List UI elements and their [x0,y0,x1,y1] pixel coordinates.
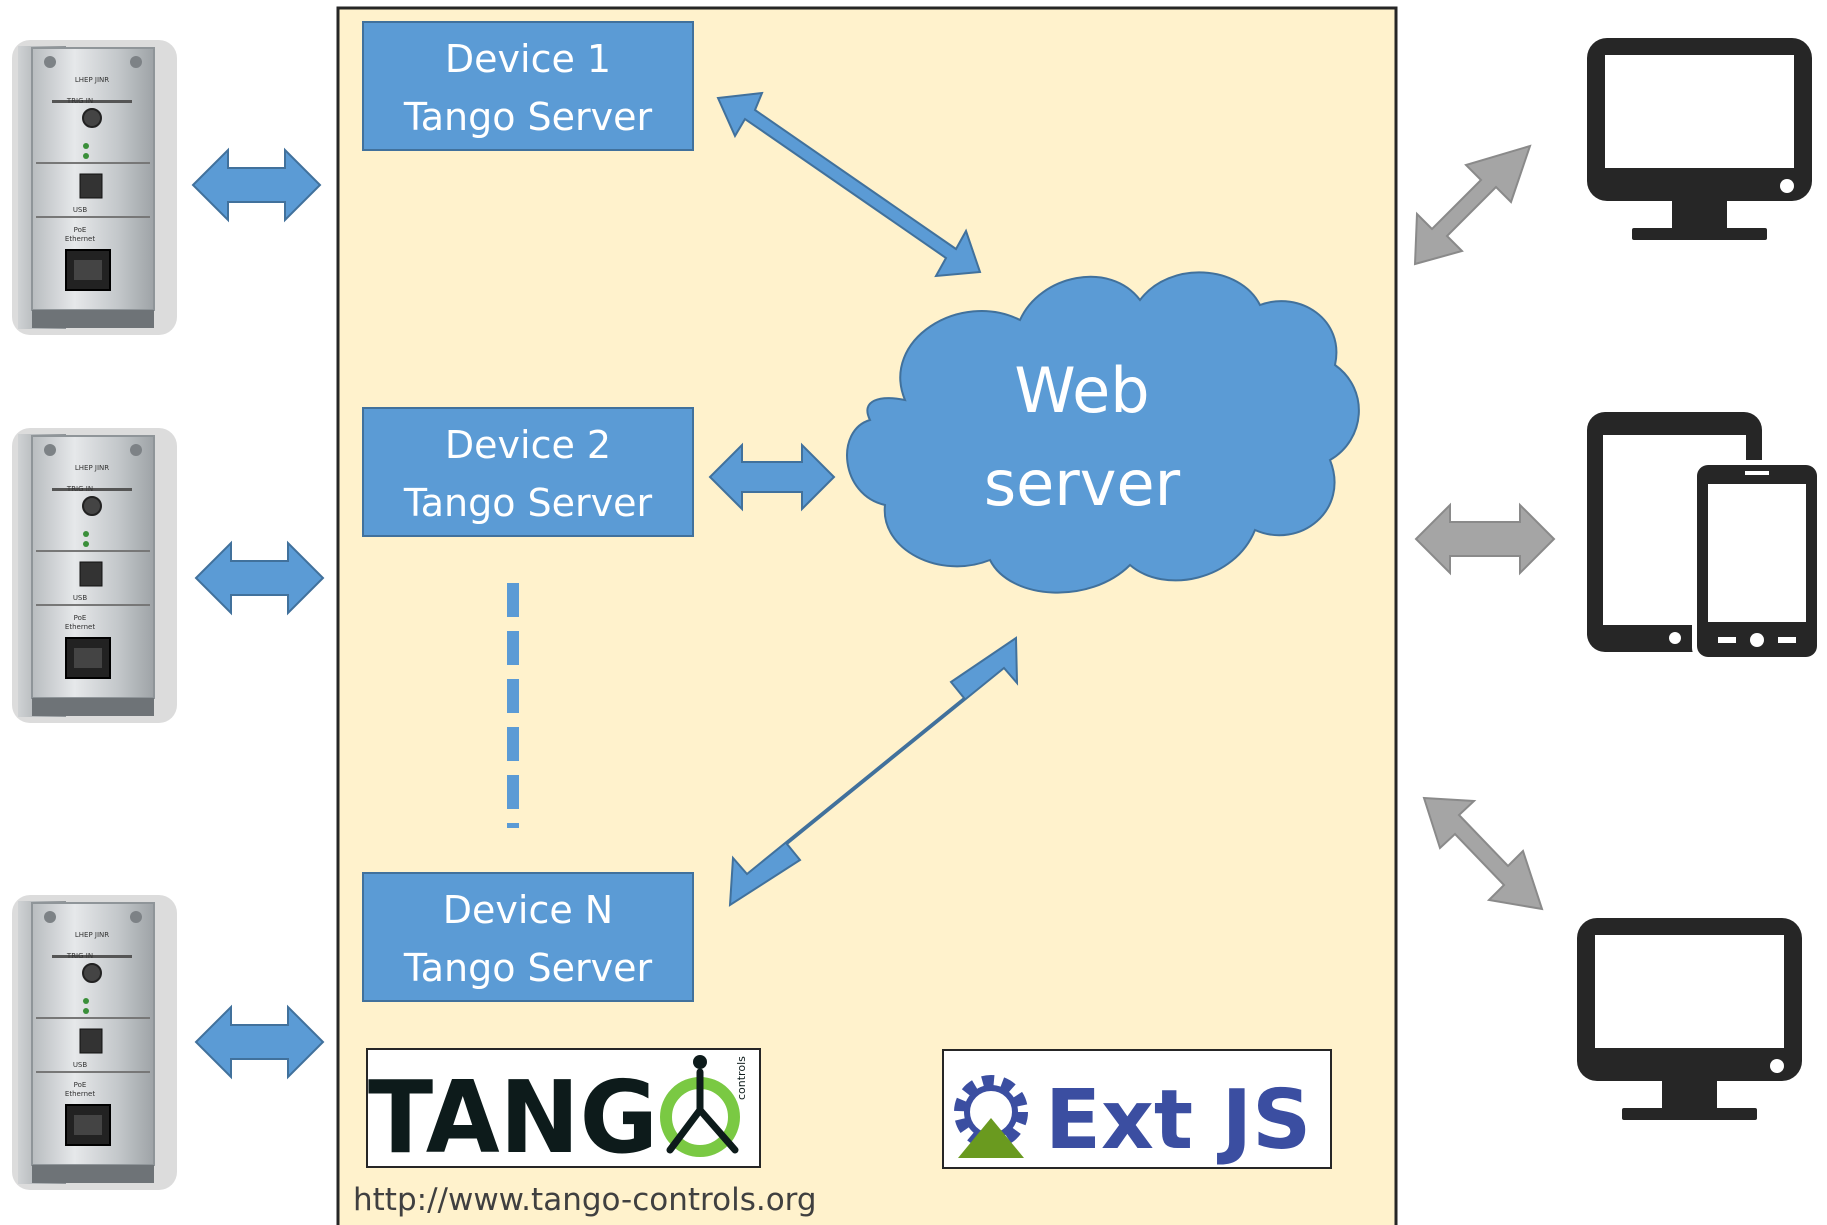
crate-1-poe: PoE [74,226,87,234]
arrow-client-1 [1413,144,1532,266]
desktop-monitor-icon [1577,918,1802,1120]
web-server-cloud [846,271,1360,594]
crate-3-brand: LHEP JINR [75,931,109,939]
web-server-label-1: Web [1014,354,1149,427]
web-server-label-2: server [984,447,1181,520]
arrow-client-2 [1414,502,1556,576]
device-n-server-box [362,872,694,1002]
crate-3-poe: PoE [74,1081,87,1089]
device-1-server-box [362,21,694,151]
hardware-crate-1 [11,39,178,336]
arrow-crate-2 [194,540,325,616]
gear-icon [954,1075,1028,1158]
device-1-sublabel: Tango Server [403,95,653,139]
device-1-label: Device 1 [445,37,611,81]
hardware-crate-3 [11,894,178,1191]
device-2-server-box [362,407,694,537]
arrow-web-device-n [728,636,1019,907]
tango-controls-logo: TANG controls [366,1048,761,1176]
crate-2-usb: USB [73,594,88,602]
arrow-device-2-web [708,442,836,512]
crate-3-ethernet: Ethernet [65,1090,95,1098]
crate-1-trig: TRIG IN [66,97,93,105]
crate-2-poe: PoE [74,614,87,622]
crate-3-usb: USB [73,1061,88,1069]
tablet-phone-icon [1587,412,1822,662]
arrow-device-1-web [716,91,982,278]
crate-1-ethernet: Ethernet [65,235,95,243]
arrow-client-3 [1422,796,1544,911]
extjs-logo: Ext JS [942,1049,1332,1169]
arrow-crate-3 [194,1004,325,1080]
desktop-monitor-icon [1587,38,1812,240]
crate-2-trig: TRIG IN [66,485,93,493]
tango-url[interactable]: http://www.tango-controls.org [353,1182,817,1218]
arrow-crate-1 [191,147,322,223]
crate-1-usb: USB [73,206,88,214]
crate-1-brand: LHEP JINR [75,76,109,84]
crate-2-brand: LHEP JINR [75,464,109,472]
hardware-crate-2 [11,427,178,724]
tango-logo-text: TANG [368,1059,658,1176]
tango-logo-subtext: controls [735,1056,748,1100]
device-2-label: Device 2 [445,423,611,467]
crate-3-trig: TRIG IN [66,952,93,960]
crate-2-ethernet: Ethernet [65,623,95,631]
extjs-logo-text: Ext JS [1045,1073,1311,1168]
device-n-label: Device N [443,888,613,932]
device-2-sublabel: Tango Server [403,481,653,525]
device-n-sublabel: Tango Server [403,946,653,990]
